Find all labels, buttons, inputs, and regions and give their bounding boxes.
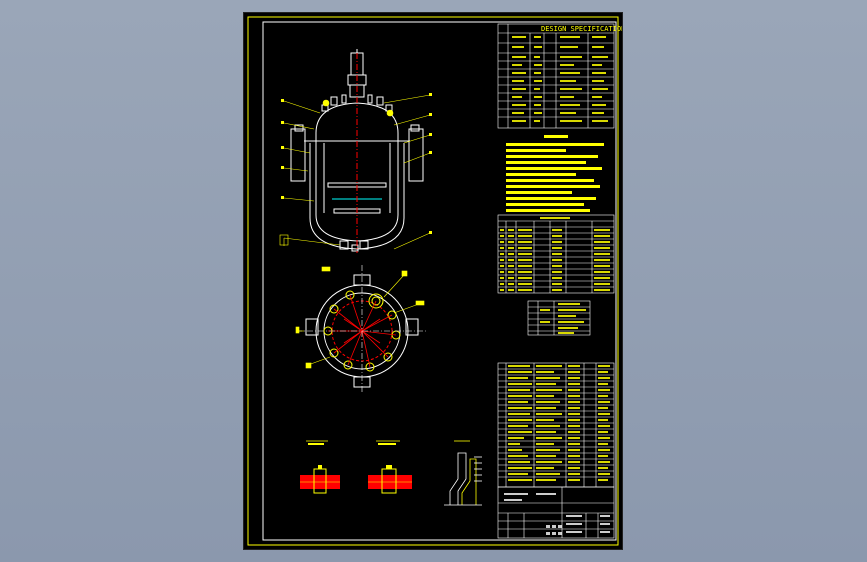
vessel-plan-view — [296, 265, 428, 393]
nozzle-table — [497, 214, 615, 294]
parts-list-cell-marks — [508, 365, 610, 481]
detail-section-2 — [368, 440, 412, 494]
elevation-callouts-right — [383, 94, 431, 250]
small-reference-table-marks — [540, 303, 586, 334]
nozzle-table-cell-marks — [500, 217, 610, 291]
technical-notes-block — [506, 135, 604, 212]
small-reference-table — [527, 300, 591, 336]
support-lug-left — [290, 128, 306, 182]
design-spec-table — [497, 23, 615, 129]
plan-callouts — [295, 266, 425, 369]
elevation-callouts-left — [279, 99, 341, 246]
spec-table-cell-marks — [512, 36, 608, 122]
title-block — [497, 486, 615, 539]
detail-section-1 — [300, 440, 340, 494]
support-lug-right — [408, 128, 424, 182]
drawing-canvas: DESIGN SPECIFICATION — [247, 16, 622, 546]
parts-list-table — [497, 362, 615, 488]
elevation-callout-ticks — [281, 93, 432, 234]
inner-frame — [262, 21, 617, 541]
title-block-marks — [504, 493, 610, 535]
detail-section-3 — [444, 440, 482, 506]
drawing-sheet: DESIGN SPECIFICATION — [243, 12, 623, 550]
outer-frame — [247, 16, 619, 546]
spec-table-title: DESIGN SPECIFICATION — [541, 25, 622, 33]
